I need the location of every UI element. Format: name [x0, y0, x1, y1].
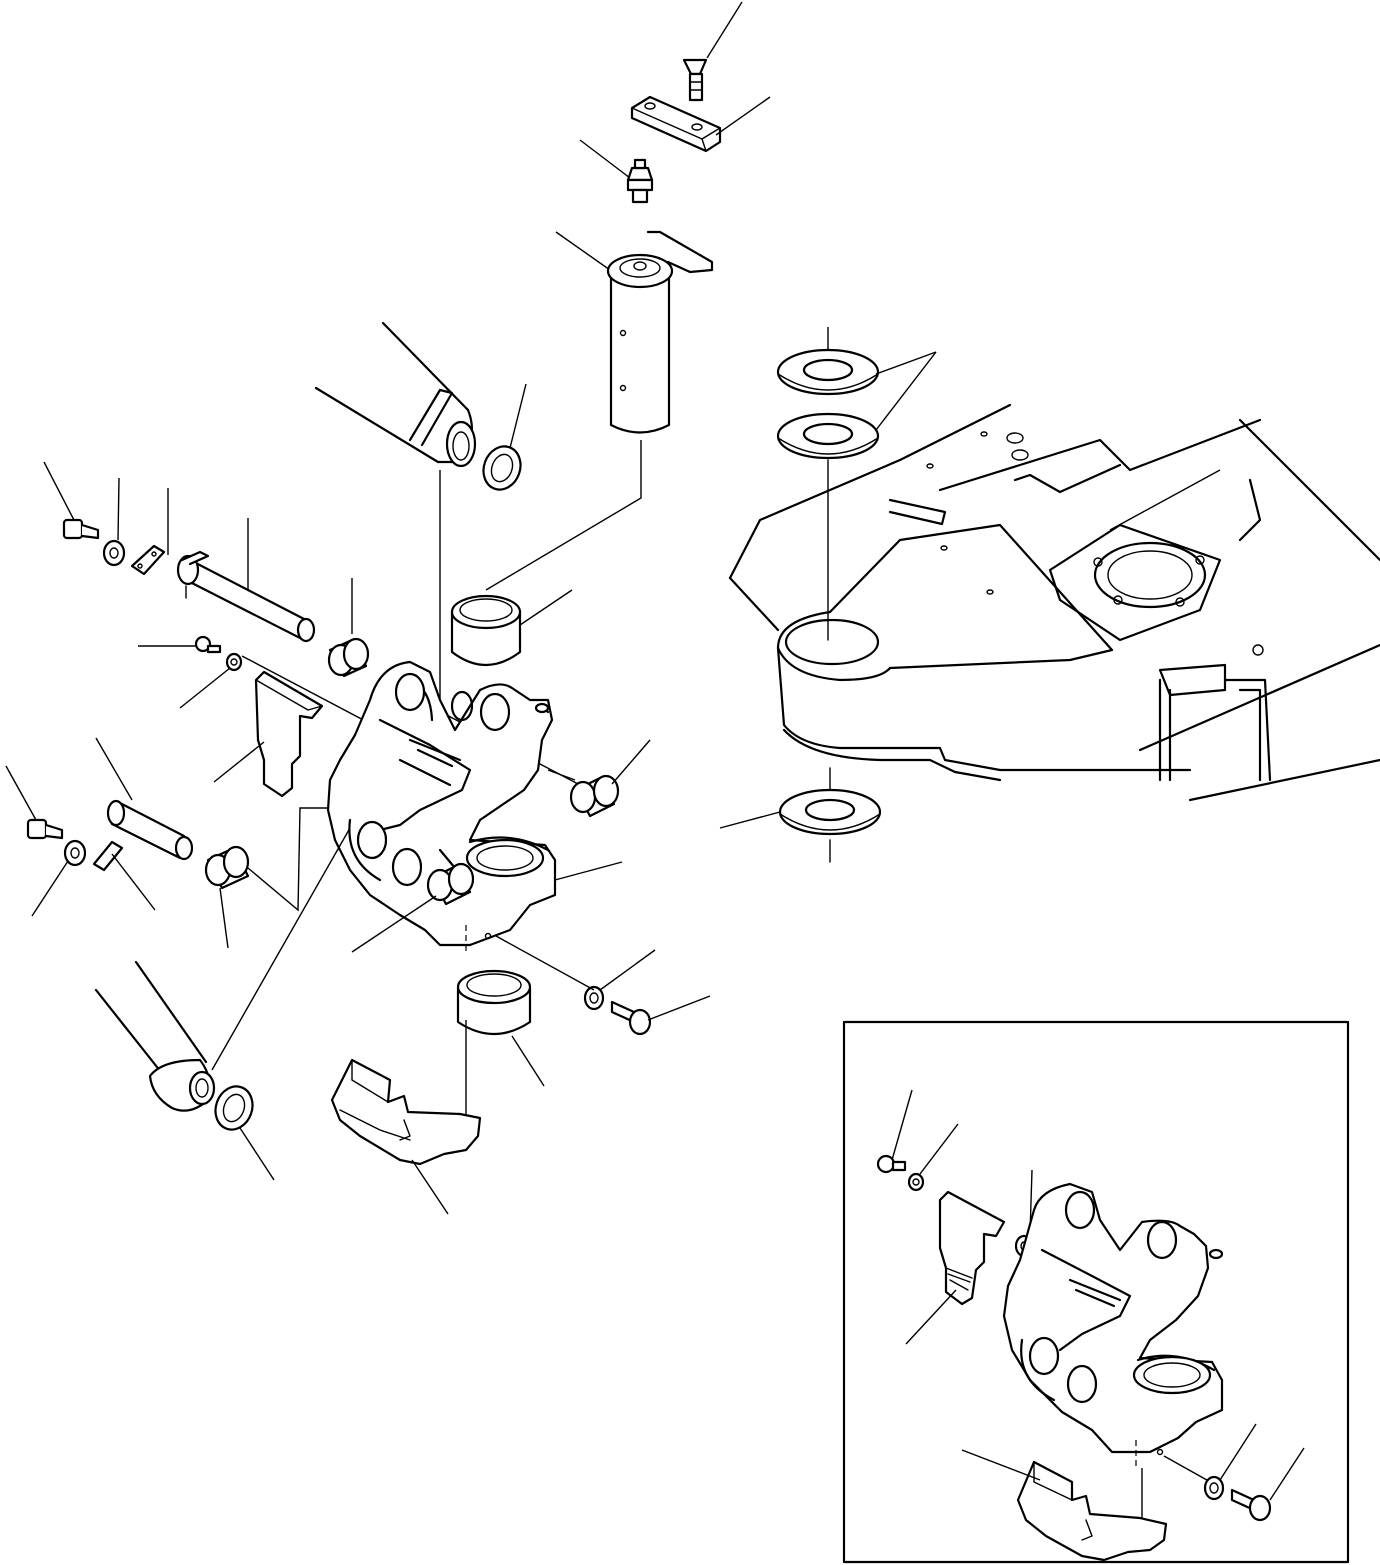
- thrust-washer-lower: [719, 767, 882, 863]
- collar: [214, 1085, 275, 1181]
- swing-pin: [485, 230, 714, 591]
- bushing-upper: [450, 589, 573, 666]
- washer: [179, 652, 243, 709]
- bolt: [5, 765, 64, 840]
- washer: [583, 949, 656, 1011]
- grease-fitting: [579, 139, 654, 204]
- swing-bracket: [1002, 1182, 1224, 1530]
- washer: [907, 1123, 959, 1192]
- washer: [102, 477, 126, 567]
- bolt: [43, 461, 100, 540]
- lock-plate-small: [130, 488, 169, 576]
- collar: [351, 862, 475, 953]
- collar: [482, 383, 527, 491]
- lock-plate: [630, 95, 771, 153]
- bolt: [876, 1089, 913, 1174]
- collar: [327, 578, 370, 678]
- cylinder: [94, 827, 351, 1112]
- bolt: [1230, 1447, 1305, 1522]
- cover: [905, 1190, 1006, 1345]
- thrust-washer-upper: [776, 327, 937, 641]
- cover: [961, 1449, 1168, 1562]
- inset-panel: [842, 1020, 1350, 1564]
- boom-cylinder-pin: [176, 518, 316, 643]
- boom: [314, 321, 477, 700]
- lock-plate-small: [92, 840, 156, 911]
- washer: [31, 839, 87, 917]
- revolving-frame: [728, 403, 1380, 802]
- collar: [569, 739, 651, 818]
- cover: [213, 670, 324, 798]
- cover: [330, 1058, 482, 1215]
- swing-bracket: [326, 660, 623, 955]
- washer: [1203, 1423, 1257, 1501]
- bushing-lower: [456, 969, 545, 1150]
- bolt: [495, 935, 711, 1036]
- bolt: [138, 635, 222, 654]
- collar: [204, 807, 340, 949]
- countersunk-bolt: [682, 1, 743, 102]
- cylinder-pin: [95, 737, 194, 861]
